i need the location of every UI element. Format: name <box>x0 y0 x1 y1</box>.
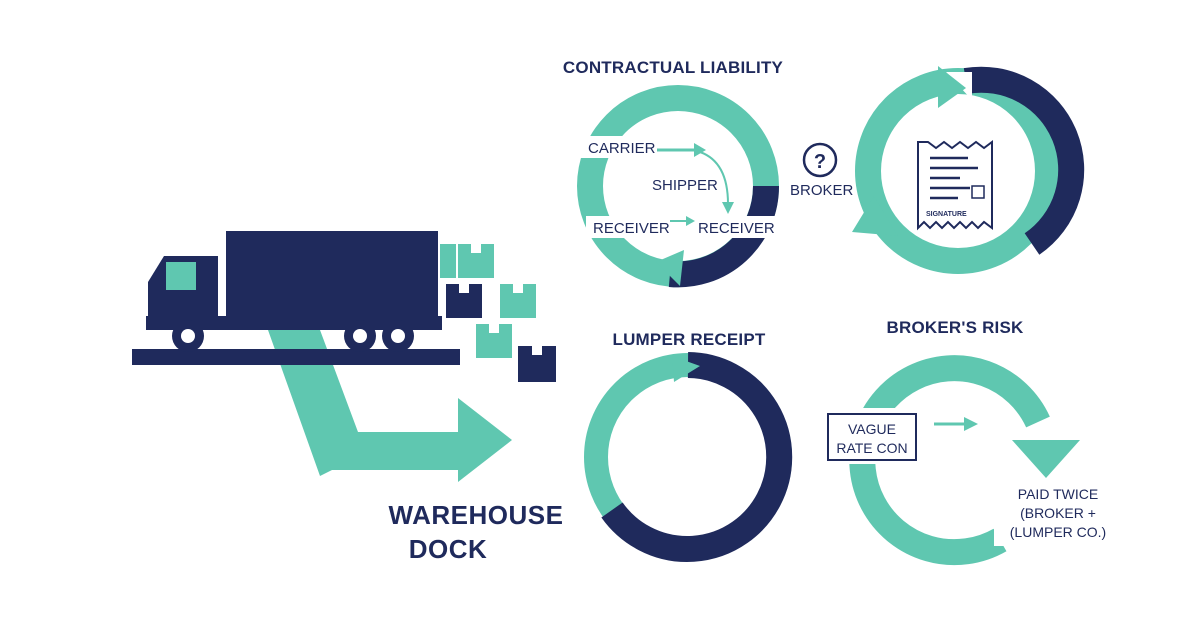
box-icon <box>458 244 494 278</box>
receipt-signature-text: SIGNATURE <box>926 211 967 218</box>
arrow-icon <box>934 417 978 431</box>
carrier-label: CARRIER <box>588 140 656 157</box>
box-icon <box>476 324 512 358</box>
truck-window <box>166 262 196 290</box>
receiver-left-label: RECEIVER <box>593 220 670 237</box>
risk-arc-arrowhead <box>1012 440 1080 478</box>
box-icon <box>500 284 536 318</box>
box-icon <box>446 284 482 318</box>
question-mark: ? <box>814 151 826 173</box>
broker-plus-label: (BROKER + <box>1020 505 1096 521</box>
broker-ring-arrowhead-top <box>938 66 966 108</box>
broker-ring-navy <box>963 66 1085 255</box>
dock-label: DOCK <box>409 534 488 564</box>
cargo-boxes <box>440 244 556 382</box>
lumper-ring-arrowhead <box>672 356 700 382</box>
shipper-label: SHIPPER <box>652 177 718 194</box>
contractual-liability-title: CONTRACTUAL LIABILITY <box>563 58 784 77</box>
box-icon <box>518 346 556 382</box>
lumper-receipt-panel: LUMPER RECEIPT <box>584 330 793 562</box>
brokers-risk-panel: BROKER'S RISK VAGUE RATE CON PAID TWICE … <box>822 318 1124 566</box>
question-icon <box>802 142 838 178</box>
paid-twice-label: PAID TWICE <box>1018 486 1098 502</box>
rate-con-label: RATE CON <box>836 440 907 456</box>
truck-wheels <box>172 320 414 352</box>
box-icon <box>440 244 456 278</box>
vague-rate-con-box <box>827 413 917 461</box>
brokers-risk-title: BROKER'S RISK <box>887 318 1025 337</box>
truck-scene: WAREHOUSE DOCK <box>132 231 563 564</box>
lumper-ring-navy <box>601 352 793 562</box>
broker-ring-arrowhead-left <box>852 196 898 236</box>
lumper-co-label: (LUMPER CO.) <box>1010 524 1106 540</box>
receipt-icon: SIGNATURE <box>917 140 993 231</box>
liability-ring-arrowhead <box>656 250 684 286</box>
arrow-icon <box>657 143 706 157</box>
dock-platform <box>132 349 460 365</box>
vague-label: VAGUE <box>848 421 896 437</box>
curved-arrow-icon <box>699 151 734 214</box>
receiver-right-label: RECEIVER <box>698 220 775 237</box>
broker-panel: ? BROKER SIGNATURE <box>790 66 1085 274</box>
broker-label: BROKER <box>790 182 854 199</box>
lumper-receipt-title: LUMPER RECEIPT <box>613 330 766 349</box>
warehouse-label: WAREHOUSE <box>389 500 564 530</box>
arrow-icon <box>670 216 695 226</box>
liability-ring-navy <box>668 185 780 288</box>
contractual-liability-panel: CONTRACTUAL LIABILITY CARRIER SHIPPER RE… <box>563 58 784 288</box>
dock-flow-arrow <box>268 330 512 482</box>
truck-trailer <box>226 231 438 321</box>
